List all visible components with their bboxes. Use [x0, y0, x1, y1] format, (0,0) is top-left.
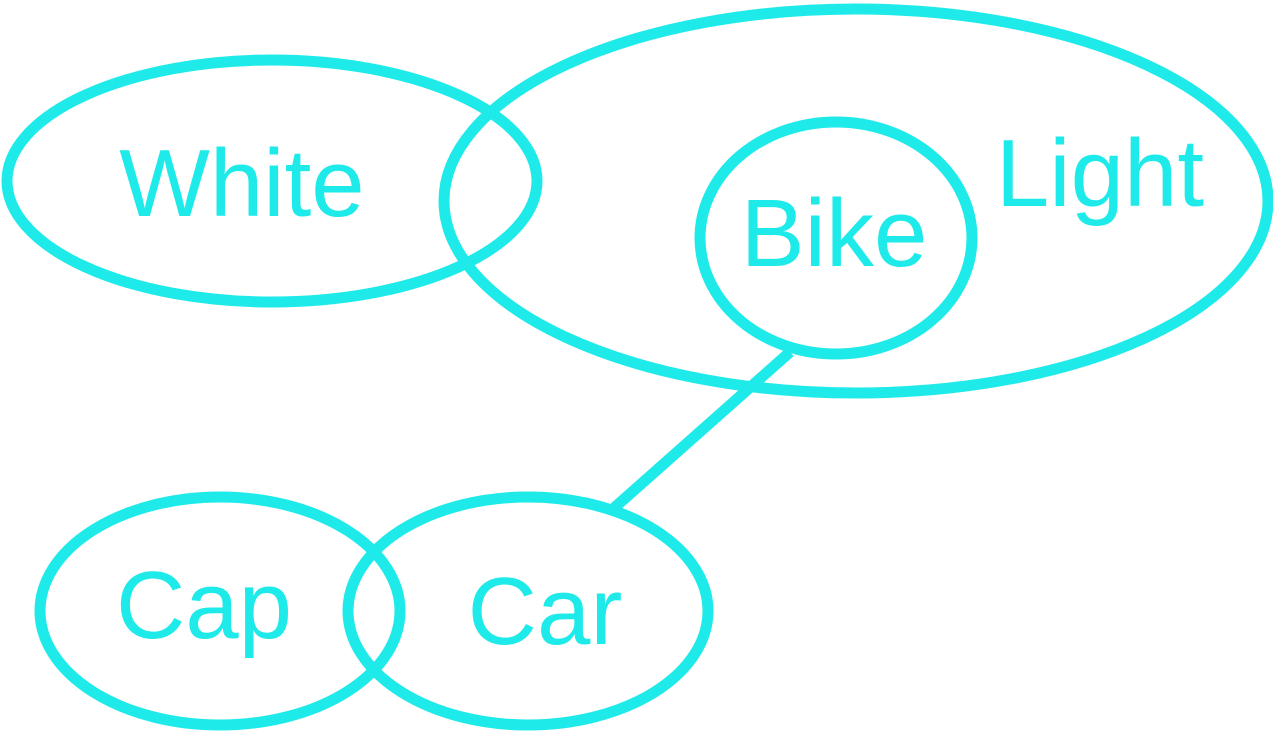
bike-label: Bike — [741, 180, 928, 287]
car-ellipse — [342, 491, 714, 731]
white-ellipse — [1, 54, 543, 308]
light-label: Light — [996, 120, 1204, 227]
car-label: Car — [468, 558, 623, 665]
diagram-labels: White Light Bike Cap Car — [116, 120, 1204, 665]
white-label: White — [119, 130, 364, 237]
diagram-shapes — [1, 3, 1273, 731]
light-ellipse — [438, 3, 1273, 399]
bike-car-connector — [610, 347, 794, 513]
cap-ellipse — [34, 491, 406, 731]
bike-ellipse — [694, 116, 978, 360]
cap-label: Cap — [116, 552, 292, 659]
